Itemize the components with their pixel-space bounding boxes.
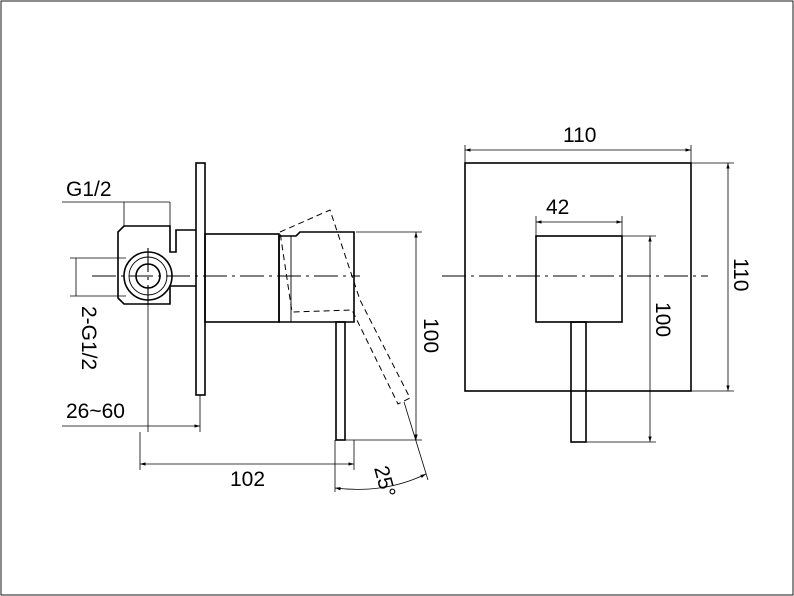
handle-head	[278, 231, 355, 323]
handle-height-label: 100	[651, 302, 674, 337]
wall-depth-label: 26~60	[66, 400, 125, 423]
wall-plate	[195, 162, 206, 396]
inlet-thread-label: G1/2	[66, 178, 112, 201]
front-handle-lever	[570, 321, 587, 443]
lever-angle-label: 25°	[369, 463, 399, 500]
handle-lever	[335, 321, 346, 441]
angle-ext-line	[403, 401, 429, 481]
overall-depth-label: 102	[230, 468, 265, 491]
overall-height-label: 100	[419, 318, 442, 353]
front-handle-head	[535, 235, 623, 323]
rotated-lever-outline	[279, 209, 411, 405]
side-view: G1/2 2-G1/2 26~60 102 100 25°	[62, 162, 442, 500]
outlet-thread-label: 2-G1/2	[77, 306, 100, 370]
plate-height-label: 110	[729, 258, 752, 291]
cartridge-body	[204, 233, 280, 323]
plate-width-label: 110	[563, 124, 596, 147]
front-plate	[464, 162, 692, 392]
handle-width-label: 42	[546, 196, 569, 219]
angle-arc	[334, 473, 427, 491]
front-view: 110 42 110 100	[442, 124, 752, 443]
valve-body	[117, 225, 196, 305]
